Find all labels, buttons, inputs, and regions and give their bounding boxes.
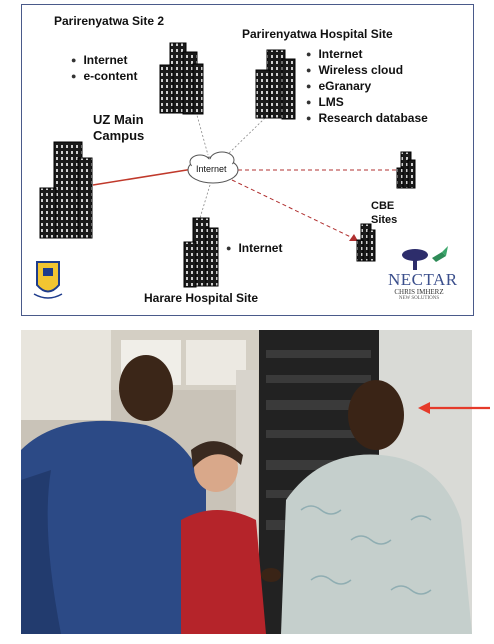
university-crest-logo	[33, 261, 63, 299]
uz-main-title-line2: Campus	[93, 128, 145, 143]
people-at-server-rack-photo	[21, 330, 472, 634]
nectar-logo: NECTAR CHRIS IMHERZ NEW SOLUTIONS	[388, 270, 458, 302]
site2-services: Internet e-content	[71, 52, 137, 84]
link-site2	[194, 107, 209, 156]
nectar-logo-tagline: NEW SOLUTIONS	[398, 296, 440, 301]
internet-hub-label: Internet	[196, 164, 227, 174]
photo-illustration	[21, 330, 472, 634]
building-icon-cbe-bottom	[356, 223, 376, 262]
building-icon-site2	[159, 42, 204, 115]
link-cbe-bottom	[231, 179, 358, 241]
building-icon-cbe-top	[396, 151, 416, 189]
cbe-title-line1: CBE	[371, 200, 395, 212]
harare-services: Internet	[226, 240, 282, 256]
service-item: e-content	[71, 68, 137, 84]
cbe-title-line2: Sites	[371, 214, 398, 226]
service-item: eGranary	[306, 78, 428, 94]
cbe-arrow-head	[349, 234, 358, 241]
service-item: Internet	[71, 52, 137, 68]
hospital-services: Internet Wireless cloud eGranary LMS Res…	[306, 46, 428, 126]
nectar-tree-logo	[402, 249, 428, 270]
service-item: Internet	[306, 46, 428, 62]
internet-cloud-icon	[187, 151, 239, 184]
link-uz-main	[92, 168, 194, 186]
nectar-logo-subtitle: CHRIS IMHERZ	[394, 288, 444, 296]
cbe-title: CBE Sites	[371, 199, 397, 227]
building-icon-hospital	[255, 49, 296, 120]
nectar-logo-name: NECTAR	[388, 270, 458, 289]
harare-title: Harare Hospital Site	[144, 291, 259, 305]
hummingbird-icon	[432, 246, 448, 262]
site2-title: Parirenyatwa Site 2	[54, 14, 165, 28]
service-item: Research database	[306, 110, 427, 126]
service-item: LMS	[306, 94, 428, 110]
uz-main-title-line1: UZ Main	[93, 112, 144, 127]
link-hospital	[225, 117, 266, 157]
service-item: Internet	[226, 240, 282, 256]
building-icon-uz-main	[39, 141, 93, 239]
link-harare	[199, 184, 211, 219]
uz-main-title: UZ Main Campus	[93, 112, 144, 144]
service-item: Wireless cloud	[306, 62, 428, 78]
hospital-title: Parirenyatwa Hospital Site	[242, 27, 393, 41]
building-icon-harare	[183, 217, 219, 288]
